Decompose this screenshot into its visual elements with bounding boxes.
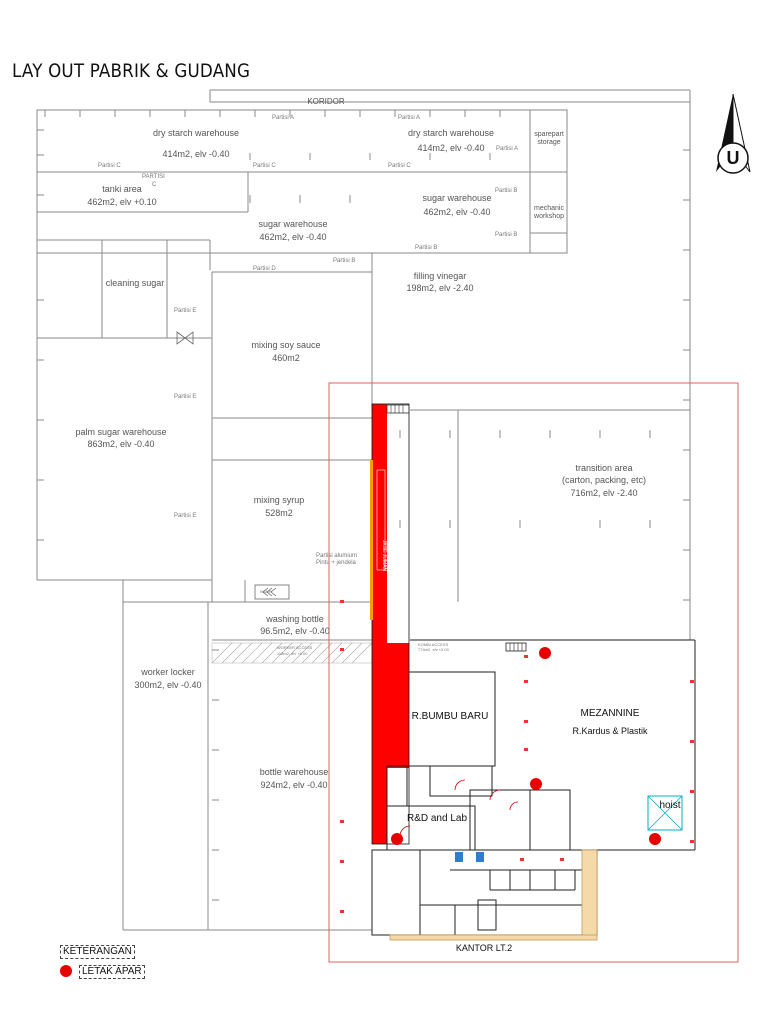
room-name-bottle: bottle warehouse <box>260 767 329 777</box>
room-name-dry-starch-2: dry starch warehouse <box>408 128 494 138</box>
room-spec-palm-sugar: 863m2, elv -0.40 <box>87 439 154 449</box>
room-spec-dry-starch-2: 414m2, elv -0.40 <box>417 143 484 153</box>
room-spec-filling: 198m2, elv -2.40 <box>406 283 473 293</box>
legend-title: KETERANGAN <box>60 945 135 959</box>
worker-access-label: WORKER ACCESS <box>277 645 313 650</box>
room-name-sugar-right: sugar warehouse <box>422 193 491 203</box>
sink <box>455 852 463 862</box>
partition-label-e: Partisi E <box>174 394 196 400</box>
page-title: LAY OUT PABRIK & GUDANG <box>12 60 251 82</box>
partition-label-partisi-c: C <box>152 182 157 188</box>
apar-marker <box>530 778 542 790</box>
room-spec-washing: 96.5m2, elv -0.40 <box>260 626 330 636</box>
room-name-mixing-syrup: mixing syrup <box>254 495 305 505</box>
zone-outline <box>328 382 739 963</box>
corridor-label: KORIDOR <box>307 97 345 106</box>
room-spec-sugar-right: 462m2, elv -0.40 <box>423 207 490 217</box>
legend-apar-label: LETAK APAR <box>79 965 145 979</box>
room-name-worker-locker: worker locker <box>140 667 195 677</box>
apar-legend-icon <box>60 965 72 977</box>
access-spec: 774m2, elv +0.00 <box>418 647 450 652</box>
worker-access-spec: 118m2, elv +0.00 <box>277 651 308 656</box>
room-spec-mixing-syrup: 528m2 <box>265 508 293 518</box>
room-name-mechanic: mechanic <box>534 205 564 212</box>
apar-marker <box>539 647 551 659</box>
walkway-label: JKSE JUMAN <box>381 540 387 572</box>
walkway-label-box <box>376 469 386 571</box>
room-name-sparepart: sparepart <box>534 131 564 138</box>
room-name-hoist: hoist <box>659 800 680 811</box>
room-name-rnd: R&D and Lab <box>407 813 467 824</box>
room-name-kantor: KANTOR LT.2 <box>456 943 512 953</box>
partition-label-e: Partisi E <box>174 513 196 519</box>
room-name-transition-2: (carton, packing, etc) <box>562 475 646 485</box>
room-name-palm-sugar: palm sugar warehouse <box>75 427 166 437</box>
partition-label-partisi: PARTISI <box>142 174 165 180</box>
room-name-filling: filling vinegar <box>414 271 467 281</box>
column-grid <box>37 110 690 901</box>
walkway-outline <box>371 403 410 845</box>
office-strip <box>581 849 598 939</box>
apar-marker <box>649 833 661 845</box>
compass-letter: U <box>727 148 740 168</box>
room-name-transition: transition area <box>575 463 632 473</box>
partition-label-a: Partisi A <box>272 115 294 121</box>
room-name-mechanic-2: workshop <box>533 213 564 220</box>
partition-label-a: Partisi A <box>398 115 420 121</box>
walkway-edge <box>370 460 373 620</box>
room-spec-tanki: 462m2, elv +0.10 <box>87 197 156 207</box>
room-name-mezzanine: MEZANNINE <box>581 708 640 719</box>
partition-label-e: Partisi E <box>174 308 196 314</box>
apar-marker <box>391 833 403 845</box>
room-name-mixing-soy: mixing soy sauce <box>251 340 320 350</box>
partition-label-b: Partisi B <box>495 232 517 238</box>
access-label: KOMBI ACCESS <box>418 642 449 647</box>
apar-markers <box>391 647 661 845</box>
compass-icon <box>716 93 751 174</box>
partition-label-c: Partisi C <box>388 163 411 169</box>
room-spec-mixing-soy: 460m2 <box>272 353 300 363</box>
partition-label-c: Partisi C <box>253 163 276 169</box>
valve-icon <box>176 331 194 345</box>
partition-label-b: Partisi B <box>333 258 355 264</box>
partition-label-alumunium: Partisi alumium <box>316 553 357 559</box>
room-spec-dry-starch-1: 414m2, elv -0.40 <box>162 149 229 159</box>
hoist-box <box>647 795 683 831</box>
room-spec-transition: 716m2, elv -2.40 <box>570 488 637 498</box>
sink <box>476 852 484 862</box>
office-block <box>371 765 598 936</box>
partition-label-b: Partisi B <box>415 245 437 251</box>
room-name-bumbu: R.BUMBU BARU <box>412 711 489 722</box>
red-walkway <box>372 404 409 844</box>
room-spec-worker-locker: 300m2, elv -0.40 <box>134 680 201 690</box>
office-strip <box>389 934 598 941</box>
room-name-sparepart-2: storage <box>537 139 560 146</box>
partition-label-d: Partisi D <box>253 266 276 272</box>
room-name-tanki: tanki area <box>102 184 142 194</box>
room-name-dry-starch-1: dry starch warehouse <box>153 128 239 138</box>
ramp-arrows <box>254 584 290 600</box>
doors <box>399 779 519 837</box>
partition-label-a: Partisi A <box>496 146 518 152</box>
room-name-washing: washing bottle <box>265 614 324 624</box>
room-spec-mezzanine: R.Kardus & Plastik <box>572 726 648 736</box>
partition-label-b: Partisi B <box>495 188 517 194</box>
stair <box>505 642 527 652</box>
room-name-cleaning: cleaning sugar <box>106 278 165 288</box>
partition-label-door: Pintu + jendela <box>316 560 357 566</box>
room-spec-sugar-mid: 462m2, elv -0.40 <box>259 232 326 242</box>
north-block-wall <box>36 109 568 254</box>
ramp-label: RAMP <box>260 589 272 594</box>
stair <box>386 404 410 414</box>
room-name-sugar-mid: sugar warehouse <box>258 219 327 229</box>
door-markers <box>340 600 694 913</box>
room-spec-bottle: 924m2, elv -0.40 <box>260 780 327 790</box>
partition-label-c: Partisi C <box>98 163 121 169</box>
